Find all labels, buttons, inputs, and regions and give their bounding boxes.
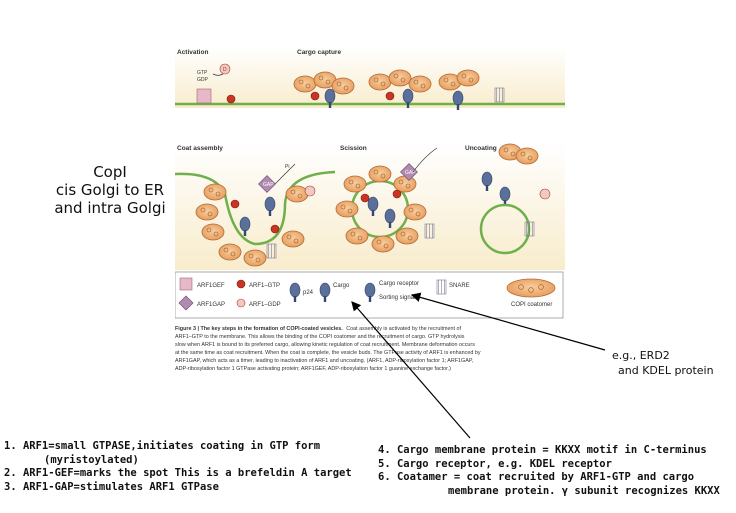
legend-arf1-gdp: ARF1–GDP	[249, 302, 281, 308]
note-1: 1. ARF1=small GTPASE,initiates coating i…	[4, 440, 321, 452]
caption-line-2: slow when ARF1 is bound to its preferred…	[175, 342, 475, 348]
mark-gdp: GDP	[197, 77, 209, 83]
caption-line-1: ARF1–GTP to the membrane. This allows th…	[175, 334, 465, 340]
legend-p24: p24	[303, 290, 314, 296]
legend-arf1gap: ARF1GAP	[197, 302, 225, 308]
label-coat-assembly: Coat assembly	[177, 145, 223, 152]
arrow-icon	[412, 147, 438, 173]
legend-arf1gef-icon	[179, 277, 193, 291]
coatomer-icon	[506, 278, 556, 298]
caption-line-0: Figure 3 | The key steps in the formatio…	[175, 326, 462, 332]
callout-erd2: e.g., ERD2 and KDEL protein	[612, 348, 714, 378]
label-cargo-capture: Cargo capture	[297, 49, 341, 56]
arrow-icon	[274, 163, 296, 185]
top-panel-bg	[175, 46, 565, 108]
side-title: CopI cis Golgi to ER and intra Golgi	[30, 163, 190, 217]
side-title-line-3: and intra Golgi	[54, 199, 166, 217]
legend-arf1-gdp-icon	[236, 298, 246, 308]
note-4: 4. Cargo membrane protein = KKXX motif i…	[378, 444, 707, 456]
legend-arf1gap-icon	[178, 295, 194, 311]
arf1-gdp-icon	[219, 63, 231, 75]
note-3: 3. ARF1-GAP=stimulates ARF1 GTPase	[4, 480, 219, 493]
vesicle-uncoated	[479, 203, 531, 255]
caption-bold: Figure 3 | The key steps in the formatio…	[175, 326, 343, 332]
arf1-gdp-icon	[304, 185, 316, 197]
legend-cargo: Cargo	[333, 283, 350, 289]
arf1-gdp-icon	[539, 188, 551, 200]
arf1gap-icon	[258, 175, 276, 193]
label-uncoating: Uncoating	[465, 145, 497, 152]
legend-sorting-signal: Sorting signal	[379, 295, 415, 301]
legend-copi-coatomer: COPI coatomer	[511, 302, 552, 308]
callout-line-1: e.g., ERD2	[612, 349, 670, 362]
mark-d: D	[223, 67, 227, 73]
legend-snare: SNARE	[449, 283, 470, 289]
mark-gap-2: GAP	[405, 170, 416, 176]
label-activation: Activation	[177, 49, 208, 56]
caption-line-0-rest: Coat assembly is activated by the recrui…	[346, 326, 461, 332]
notes-left: 1. ARF1=small GTPASE,initiates coating i…	[4, 440, 352, 494]
legend-cargo-receptor: Cargo receptor	[379, 281, 419, 287]
copi-figure: Activation Cargo capture GTP GDP D Coat …	[175, 46, 565, 372]
caption-line-4: ARF1GAP, which acts as a timer, leading …	[175, 358, 474, 364]
note-6: 6. Coatamer = coat recruited by ARF1-GTP…	[378, 471, 695, 483]
mark-gtp: GTP	[197, 70, 208, 76]
note-6-cont: membrane protein. γ subunit recognizes K…	[448, 484, 720, 497]
legend-arf1gef: ARF1GEF	[197, 283, 225, 289]
arrow-icon	[351, 301, 471, 439]
note-5: 5. Cargo receptor, e.g. KDEL receptor	[378, 457, 612, 470]
arrow-icon	[410, 292, 606, 351]
legend-arf1-gtp: ARF1–GTP	[249, 283, 280, 289]
note-2: 2. ARF1-GEF=marks the spot This is a bre…	[4, 467, 352, 479]
label-scission: Scission	[340, 145, 367, 152]
mark-pi: Pi	[285, 164, 289, 170]
mark-gap-1: GAP	[263, 182, 274, 188]
caption-line-5: ADP-ribosylation factor 1 GTPase activat…	[175, 366, 451, 372]
callout-line-2: and KDEL protein	[618, 364, 714, 377]
notes-right: 4. Cargo membrane protein = KKXX motif i…	[378, 444, 720, 498]
side-title-line-1: CopI	[93, 163, 127, 181]
note-1-cont: (myristoylated)	[44, 453, 139, 466]
side-title-line-2: cis Golgi to ER	[55, 181, 165, 199]
caption-line-3: at the same time as coat recruitment. Wh…	[175, 350, 481, 356]
arf1gap-icon	[400, 163, 418, 181]
arf1gef-icon	[196, 88, 212, 104]
